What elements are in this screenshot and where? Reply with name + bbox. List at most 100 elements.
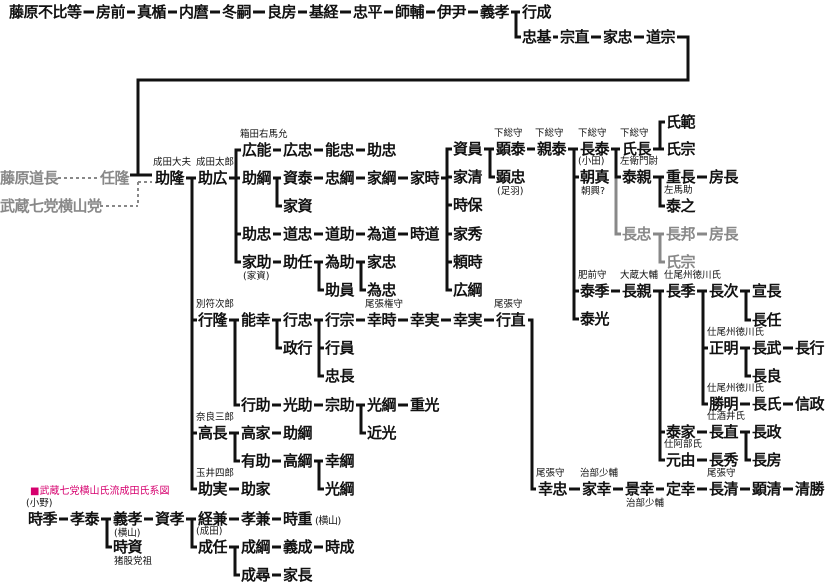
person-name: 道宗	[646, 28, 676, 46]
person-name-text: 長任	[752, 311, 782, 329]
person-name: 幸綱	[325, 452, 355, 470]
person-name: 冬嗣	[222, 3, 252, 21]
person-name-text: 行宗	[325, 311, 355, 329]
person-side-note: (横山)	[315, 516, 341, 527]
person-name-text: 孝泰	[70, 510, 100, 528]
person-name: 長良	[752, 367, 782, 385]
person-name-text: 長氏	[752, 395, 782, 413]
person-title-note: (成田)	[196, 526, 223, 537]
person-name: 顕清	[752, 480, 782, 498]
chart-title: ■武蔵七党横山氏流成田氏系図	[30, 486, 170, 497]
person-name: 時資	[113, 538, 143, 556]
person-sub-note: 治部少輔	[626, 498, 665, 509]
person-name-text: 家助	[242, 253, 272, 271]
person-name-text: 長秀	[709, 451, 739, 469]
person-name-text: 為忠	[367, 281, 397, 299]
person-name: 政行	[283, 339, 313, 357]
person-name: 清勝	[795, 480, 825, 498]
person-name-text: 家資	[283, 197, 313, 215]
person-name: 長房	[752, 451, 782, 469]
person-name-text: 行忠	[283, 311, 313, 329]
person-name-text: 孝兼	[241, 510, 271, 528]
person-name-text: 行成	[522, 3, 552, 21]
person-name-text: 長直	[709, 423, 739, 441]
person-name: 真楯	[137, 3, 167, 21]
person-name-text: 基経	[309, 3, 339, 21]
person-name-text: 頼時	[453, 253, 483, 271]
person-name: 家幸	[582, 480, 612, 498]
person-name-text: 忠平	[353, 3, 383, 21]
person-name: 親泰	[537, 140, 567, 158]
person-title-note: 大蔵大輔	[620, 270, 659, 281]
person-name: 顕泰	[496, 140, 526, 158]
person-name: 行成	[522, 3, 552, 21]
person-name: 家綱	[367, 169, 397, 187]
person-name-text: 長次	[709, 282, 739, 300]
person-name-text: 家時	[410, 169, 440, 187]
person-name-text: 元由	[666, 451, 696, 469]
person-name-text: 家幸	[582, 480, 612, 498]
person-name: 資泰	[283, 169, 313, 187]
person-name: 朝真	[580, 168, 610, 186]
person-name-text: 能幸	[241, 311, 271, 329]
person-name-text: 良房	[267, 3, 297, 21]
person-name: 時成	[325, 538, 355, 556]
person-name: 長次	[709, 282, 739, 300]
person-name-text: 高綱	[283, 452, 313, 470]
person-name: 助家	[241, 480, 271, 498]
person-name: 高綱	[283, 452, 313, 470]
person-name: 家秀	[453, 225, 483, 243]
person-name-text: 長政	[752, 423, 782, 441]
person-name: 資員	[453, 140, 483, 158]
person-name-text: 助忠	[367, 141, 397, 159]
person-name-text: 泰季	[580, 282, 610, 300]
person-name: 長清	[709, 480, 739, 498]
person-name: 時道	[410, 225, 440, 243]
person-title-note: 仕尾州徳川氏	[707, 327, 765, 338]
person-name: 宗助	[325, 396, 355, 414]
person-name-text: 行助	[241, 396, 271, 414]
person-name: 長行	[795, 339, 825, 357]
person-name: 近光	[367, 424, 397, 442]
person-title-note: 尾張権守	[365, 299, 404, 310]
person-name: 光綱	[325, 480, 355, 498]
person-name-text: 時保	[453, 196, 483, 214]
person-name: 泰之	[666, 197, 696, 215]
person-name: 道忠	[283, 225, 313, 243]
person-name: 時重(横山)	[283, 510, 341, 531]
person-title-note: 下総守	[535, 128, 564, 139]
person-name: 助綱	[242, 169, 272, 187]
person-name-text: 長泰	[580, 140, 610, 158]
person-name: 助忠	[242, 225, 272, 243]
person-name: 氏宗	[666, 140, 696, 158]
person-name: 忠基	[522, 28, 552, 46]
person-name: 行宗	[325, 311, 355, 329]
person-name-text: 成尋	[241, 566, 271, 582]
person-name: 助綱	[283, 424, 313, 442]
person-name: 行員	[325, 339, 355, 357]
person-name-text: 重長	[666, 168, 696, 186]
person-name-text: 宣長	[752, 282, 782, 300]
person-name: 長泰	[580, 140, 610, 158]
person-name-text: 高家	[241, 424, 271, 442]
person-name: 藤原不比等	[9, 3, 82, 21]
person-name: 家資	[283, 197, 313, 215]
person-name-text: 泰親	[622, 168, 652, 186]
person-sub-note: 猪股党祖	[114, 556, 153, 567]
person-title-note: 尾張守	[707, 468, 736, 479]
person-title-note: 別符次郎	[196, 299, 235, 310]
person-title-note: 成田太郎	[196, 157, 235, 168]
person-name-text: 助隆	[155, 169, 185, 187]
person-name: 氏長	[622, 140, 652, 158]
person-name: 助隆	[155, 169, 185, 187]
person-name-text: 顕清	[752, 480, 782, 498]
person-name-text: 助員	[325, 281, 355, 299]
person-name-text: 家忠	[603, 28, 633, 46]
person-name-text: 幸綱	[325, 452, 355, 470]
person-name: 房前	[96, 3, 126, 21]
person-name: 良房	[267, 3, 297, 21]
person-name: 基経	[309, 3, 339, 21]
person-name-text: 顕忠	[496, 168, 526, 186]
person-name-text: 宗直	[560, 28, 590, 46]
person-title-note: 仕尾州徳川氏	[664, 270, 722, 281]
